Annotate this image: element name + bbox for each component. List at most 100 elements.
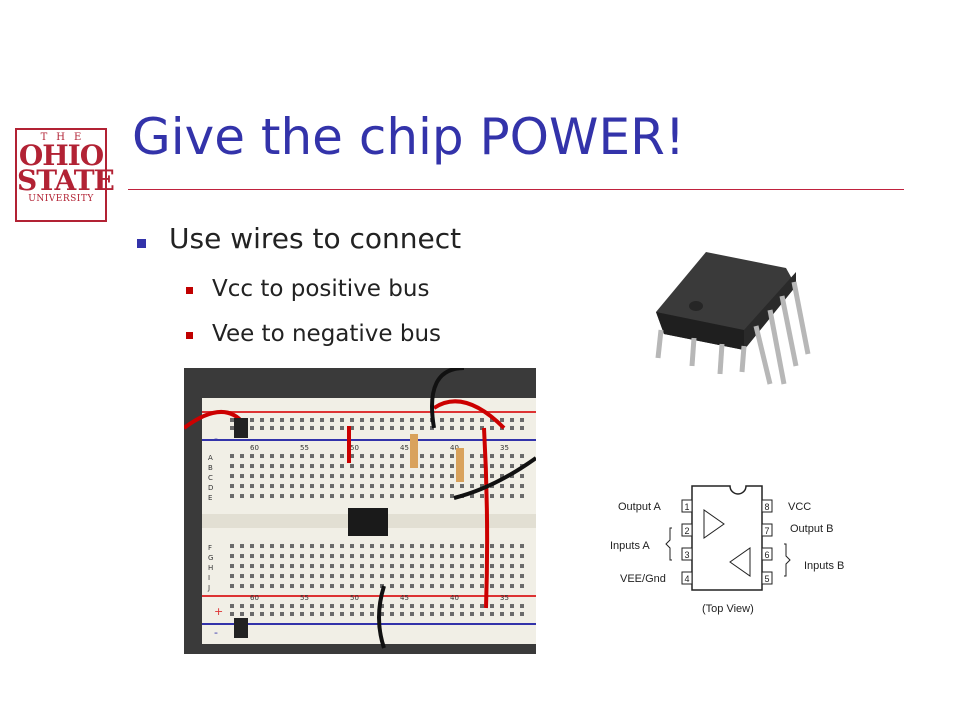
row-label: C	[208, 474, 213, 482]
breadboard-hole	[310, 494, 314, 498]
breadboard-hole	[330, 604, 334, 608]
breadboard-hole	[480, 474, 484, 478]
breadboard-hole	[390, 604, 394, 608]
brace-inputs-a	[665, 527, 672, 561]
breadboard-hole	[510, 484, 514, 488]
breadboard-hole	[330, 544, 334, 548]
breadboard-hole	[420, 554, 424, 558]
breadboard-hole	[370, 612, 374, 616]
breadboard-hole	[400, 484, 404, 488]
breadboard-hole	[370, 484, 374, 488]
breadboard-hole	[290, 454, 294, 458]
rail-label-minus-top: -	[214, 432, 218, 445]
breadboard-hole	[230, 464, 234, 468]
logo-the: THE	[40, 132, 91, 143]
breadboard-hole	[460, 554, 464, 558]
breadboard-hole	[240, 484, 244, 488]
breadboard-hole	[270, 454, 274, 458]
breadboard-hole	[430, 544, 434, 548]
breadboard-hole	[370, 564, 374, 568]
resistor	[456, 448, 464, 482]
breadboard-hole	[500, 474, 504, 478]
breadboard-hole	[300, 484, 304, 488]
breadboard-hole	[370, 426, 374, 430]
label-vee-gnd: VEE/Gnd	[620, 573, 666, 585]
breadboard-hole	[400, 584, 404, 588]
breadboard-hole	[450, 426, 454, 430]
breadboard-hole	[280, 418, 284, 422]
breadboard-hole	[260, 474, 264, 478]
breadboard-hole	[380, 426, 384, 430]
breadboard-hole	[320, 454, 324, 458]
breadboard-hole	[310, 454, 314, 458]
breadboard-hole	[320, 474, 324, 478]
breadboard-hole	[280, 612, 284, 616]
chip-on-breadboard	[348, 508, 388, 536]
breadboard-hole	[250, 454, 254, 458]
breadboard-hole	[270, 474, 274, 478]
breadboard-hole	[330, 418, 334, 422]
label-output-a: Output A	[618, 501, 661, 513]
breadboard-hole	[240, 604, 244, 608]
breadboard-hole	[480, 464, 484, 468]
pin-2: 2	[684, 526, 689, 536]
breadboard-hole	[330, 426, 334, 430]
breadboard-hole	[430, 484, 434, 488]
breadboard-hole	[270, 584, 274, 588]
breadboard-hole	[420, 494, 424, 498]
breadboard-hole	[360, 418, 364, 422]
breadboard-hole	[300, 604, 304, 608]
breadboard-hole	[440, 564, 444, 568]
breadboard-hole	[330, 554, 334, 558]
breadboard-hole	[290, 604, 294, 608]
breadboard-hole	[270, 564, 274, 568]
breadboard-hole	[520, 544, 524, 548]
breadboard-hole	[290, 612, 294, 616]
breadboard-hole	[440, 604, 444, 608]
breadboard-hole	[230, 484, 234, 488]
breadboard-hole	[480, 604, 484, 608]
breadboard-hole	[270, 604, 274, 608]
breadboard-hole	[460, 604, 464, 608]
breadboard-hole	[400, 604, 404, 608]
breadboard-hole	[470, 612, 474, 616]
breadboard-hole	[330, 464, 334, 468]
breadboard-hole	[380, 564, 384, 568]
breadboard-hole	[280, 494, 284, 498]
breadboard-hole	[400, 454, 404, 458]
breadboard-hole	[230, 494, 234, 498]
breadboard-hole	[490, 426, 494, 430]
breadboard-hole	[490, 574, 494, 578]
breadboard-hole	[320, 544, 324, 548]
breadboard-hole	[250, 418, 254, 422]
row-label: G	[208, 554, 213, 562]
breadboard-hole	[440, 484, 444, 488]
breadboard-hole	[320, 584, 324, 588]
sub-bullet-vcc: Vcc to positive bus	[212, 276, 430, 302]
breadboard-hole	[250, 554, 254, 558]
breadboard-hole	[310, 474, 314, 478]
breadboard-hole	[300, 426, 304, 430]
breadboard-hole	[510, 574, 514, 578]
breadboard-hole	[510, 604, 514, 608]
breadboard-hole	[340, 574, 344, 578]
breadboard-hole	[350, 484, 354, 488]
breadboard-hole	[450, 484, 454, 488]
breadboard-hole	[450, 544, 454, 548]
breadboard-hole	[250, 426, 254, 430]
breadboard-hole	[340, 454, 344, 458]
breadboard-hole	[350, 464, 354, 468]
breadboard-hole	[480, 564, 484, 568]
pinout-diagram: Output A Inputs A VEE/Gnd VCC Output B I…	[610, 485, 844, 615]
breadboard-hole	[390, 418, 394, 422]
breadboard-hole	[510, 612, 514, 616]
breadboard-hole	[320, 564, 324, 568]
breadboard-hole	[280, 584, 284, 588]
breadboard-hole	[490, 564, 494, 568]
label-top-view: (Top View)	[702, 603, 754, 615]
breadboard-hole	[280, 454, 284, 458]
bullet-marker	[137, 239, 146, 248]
breadboard-hole	[520, 484, 524, 488]
breadboard-hole	[500, 484, 504, 488]
breadboard-hole	[260, 574, 264, 578]
